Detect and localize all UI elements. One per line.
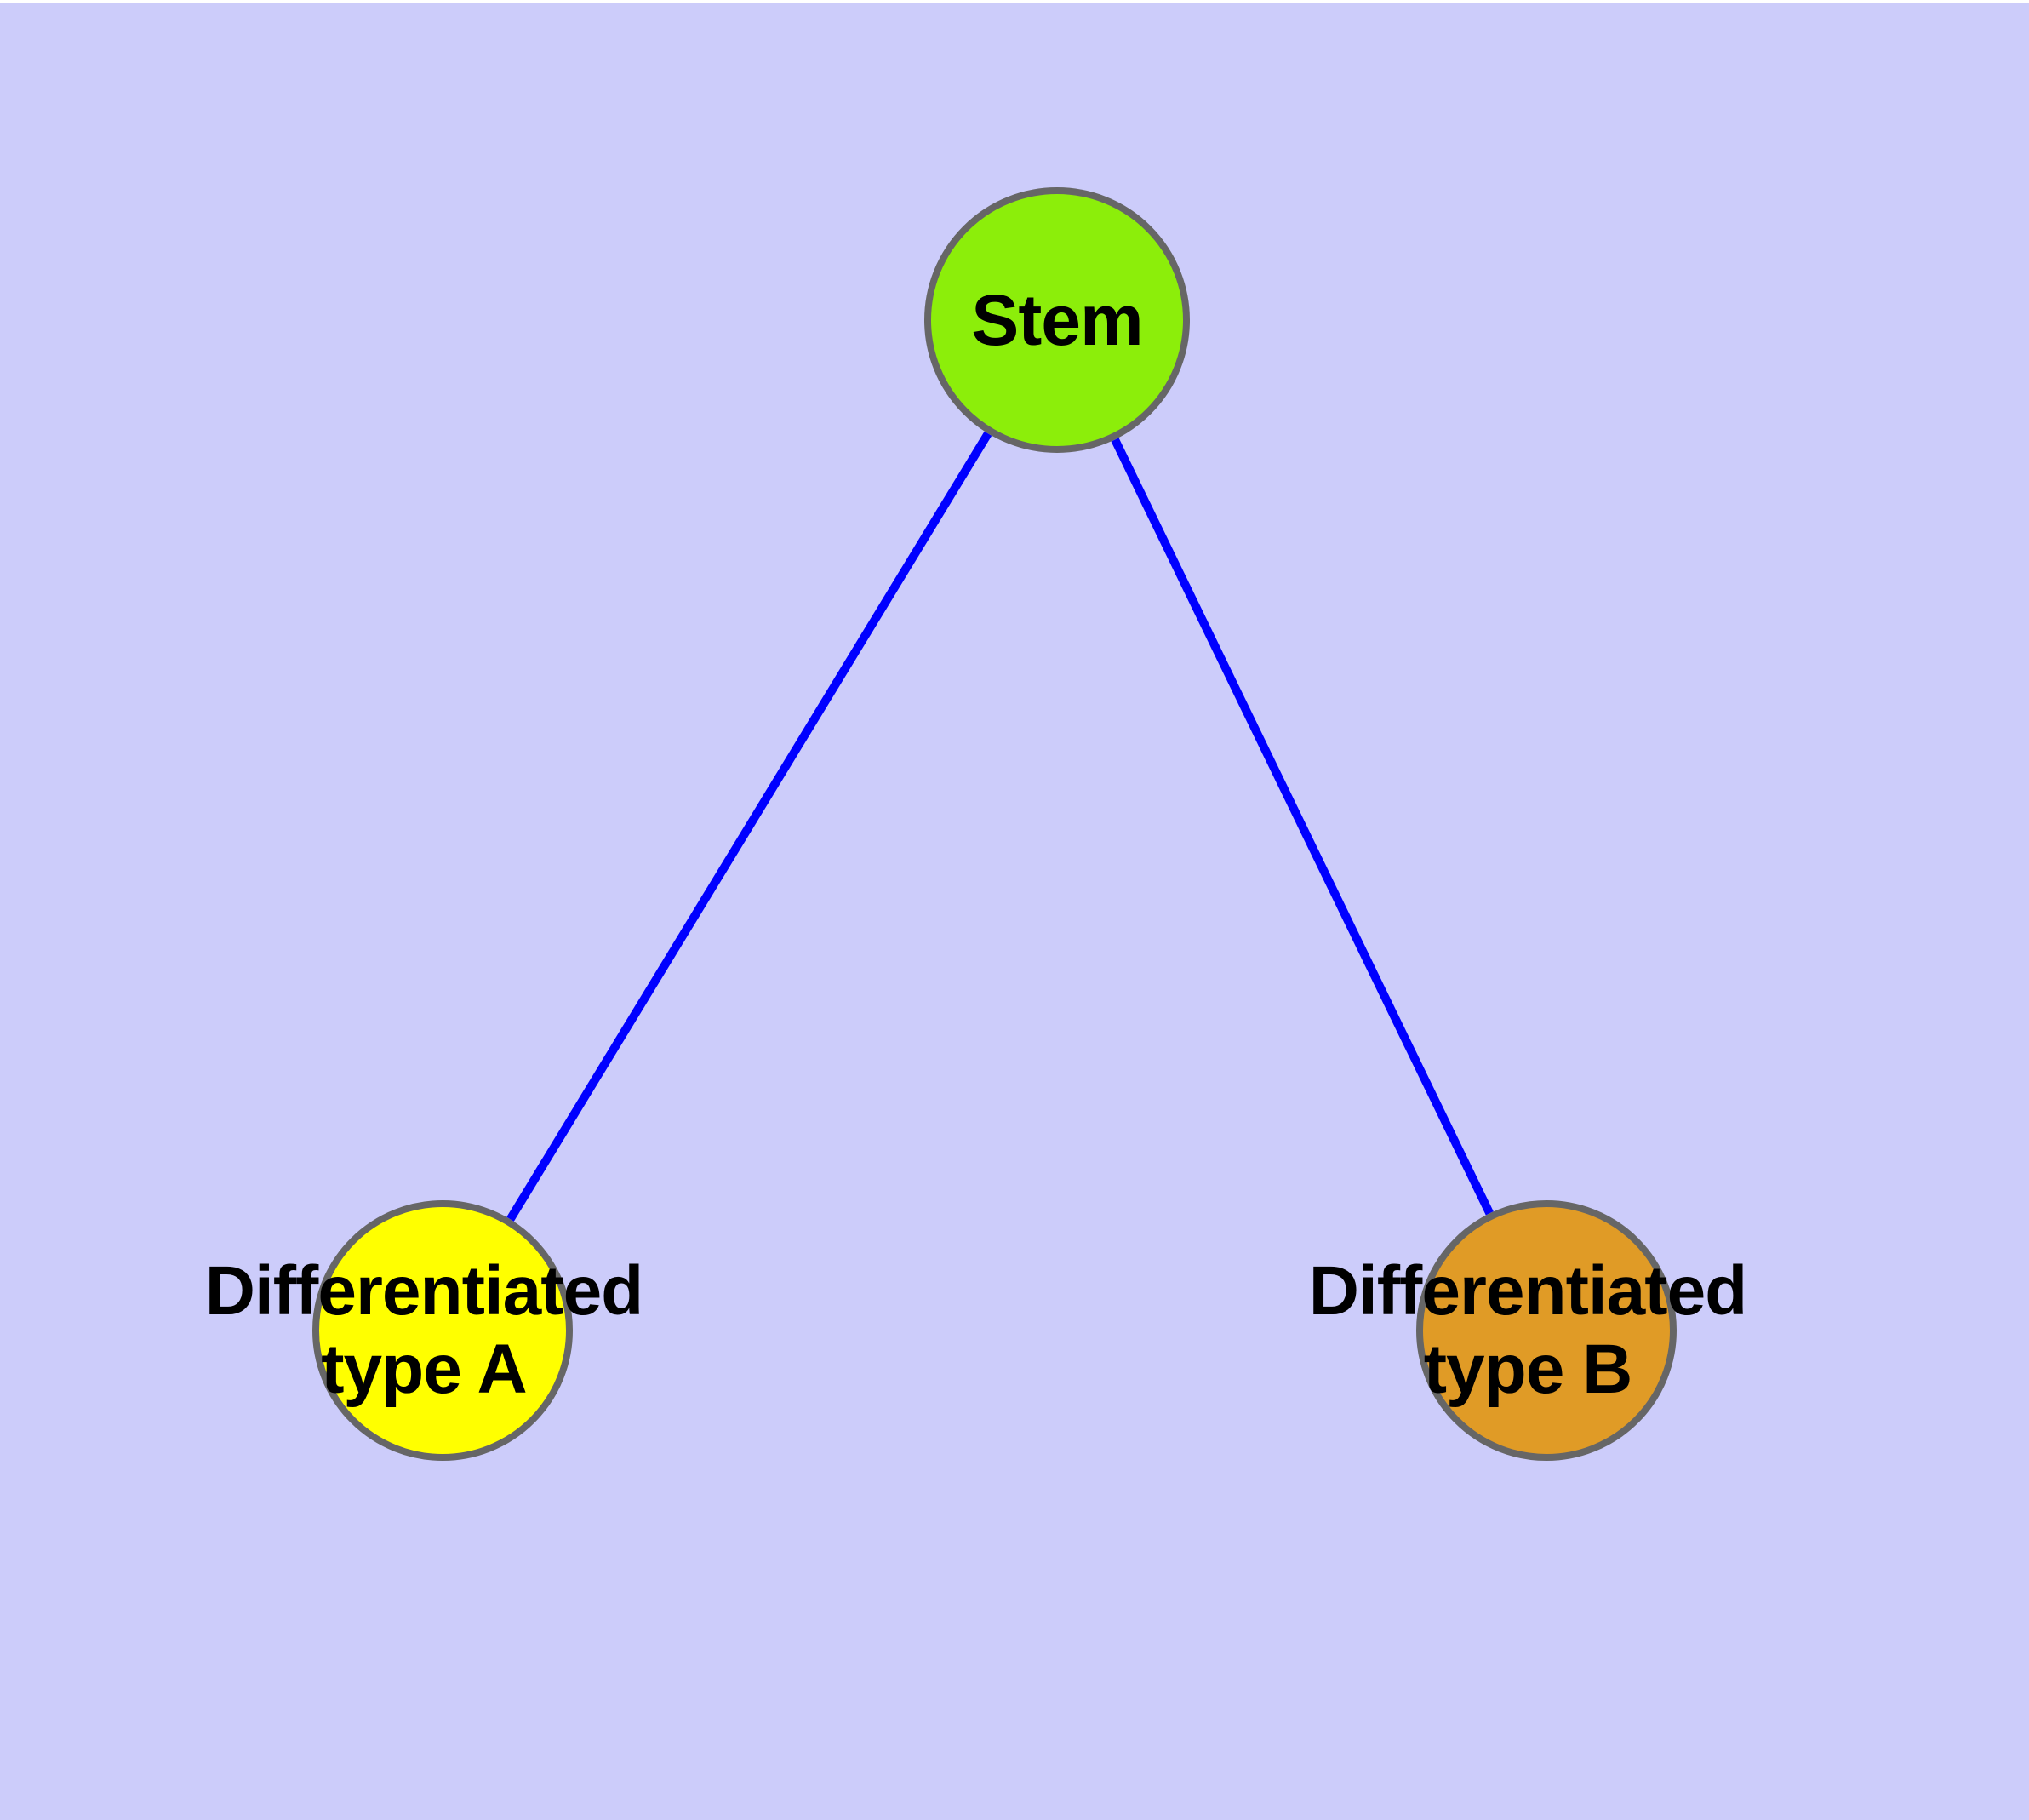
- node-differentiated-type-a-label: Differentiated type A: [204, 1252, 644, 1409]
- node-stem-label: Stem: [971, 279, 1143, 360]
- label-line-2: type B: [1423, 1331, 1633, 1408]
- node-stem-circle[interactable]: [924, 187, 1190, 453]
- label-line-1: Differentiated: [1308, 1252, 1748, 1331]
- node-differentiated-type-b-circle[interactable]: [1416, 1200, 1677, 1461]
- node-differentiated-type-b-label: Differentiated type B: [1308, 1252, 1748, 1409]
- label-line-1: Differentiated: [204, 1252, 644, 1331]
- label-line-2: type A: [321, 1331, 528, 1408]
- node-differentiated-type-a-circle[interactable]: [312, 1200, 573, 1461]
- edge-stem-to-differentiated-type-b: [1111, 438, 1494, 1216]
- edge-stem-to-differentiated-type-a: [506, 431, 992, 1222]
